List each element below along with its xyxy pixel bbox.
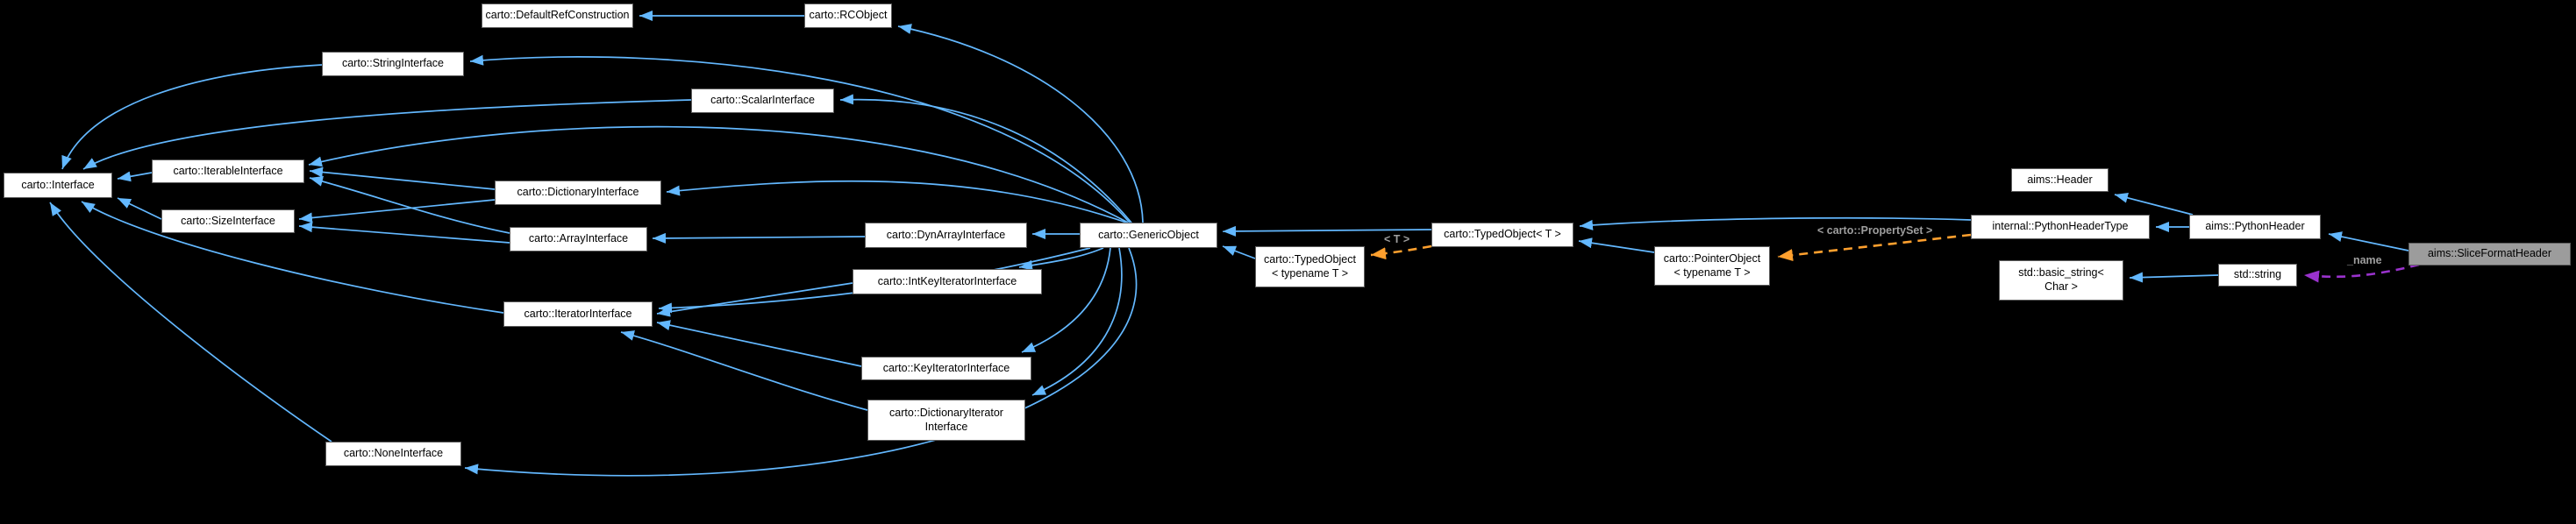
node-aimspythonheader[interactable]: aims::PythonHeader bbox=[2189, 215, 2321, 239]
edge-genericobject-to-rcobject bbox=[897, 24, 1144, 223]
node-dictionaryinterface[interactable]: carto::DictionaryInterface bbox=[495, 181, 661, 205]
edge-sliceformatheader-to-pythonheader bbox=[2328, 231, 2409, 251]
edge-sizeinterface-to-interface bbox=[117, 197, 162, 220]
edge-label-template-propertyset: < carto::PropertySet > bbox=[1817, 224, 1933, 237]
node-aimsheader[interactable]: aims::Header bbox=[2011, 168, 2109, 192]
node-typedobject-t[interactable]: carto::TypedObject< T > bbox=[1431, 223, 1573, 247]
node-dynarrayinterface[interactable]: carto::DynArrayInterface bbox=[865, 223, 1027, 248]
node-arrayinterface[interactable]: carto::ArrayInterface bbox=[510, 227, 647, 251]
edge-template-propertyset bbox=[1777, 233, 1972, 262]
edge-dictionaryiteratorinterface-to-iteratorinterface bbox=[620, 330, 868, 411]
edge-iterableinterface-to-interface bbox=[117, 171, 153, 182]
edge-intkeyiteratorinterface-to-iteratorinterface bbox=[656, 282, 853, 317]
edge-pointerobject-to-typedobject-t bbox=[1578, 237, 1655, 253]
edge-genericobject-to-iterableinterface bbox=[308, 125, 1129, 223]
node-defaultrefconstruction[interactable]: carto::DefaultRefConstruction bbox=[482, 4, 633, 28]
edge-iteratorinterface-to-interface bbox=[81, 201, 504, 314]
node-intkeyiteratorinterface[interactable]: carto::IntKeyIteratorInterface bbox=[853, 269, 1042, 294]
edge-scalarinterface-to-interface bbox=[82, 99, 692, 170]
node-scalarinterface[interactable]: carto::ScalarInterface bbox=[691, 89, 834, 113]
edge-keyiteratorinterface-to-iteratorinterface bbox=[656, 320, 862, 367]
node-pythonheadertype[interactable]: internal::PythonHeaderType bbox=[1971, 215, 2150, 239]
node-genericobject[interactable]: carto::GenericObject bbox=[1080, 223, 1217, 248]
edge-arrayinterface-to-sizeinterface bbox=[298, 222, 510, 244]
node-iterableinterface[interactable]: carto::IterableInterface bbox=[152, 159, 304, 183]
edge-genericobject-to-dictionaryinterface bbox=[666, 180, 1127, 223]
node-pointerobject[interactable]: carto::PointerObject < typename T > bbox=[1654, 246, 1770, 286]
edge-pythonheader-to-aimsheader bbox=[2114, 192, 2194, 216]
node-keyiteratorinterface[interactable]: carto::KeyIteratorInterface bbox=[861, 357, 1031, 380]
edge-stringinterface-to-interface bbox=[61, 64, 323, 170]
node-noneinterface[interactable]: carto::NoneInterface bbox=[325, 442, 461, 466]
node-stdbasicstring[interactable]: std::basic_string< Char > bbox=[1999, 260, 2123, 301]
edge-typedobject-t-to-genericobject bbox=[1222, 225, 1432, 237]
node-rcobject[interactable]: carto::RCObject bbox=[804, 4, 892, 28]
edge-noneinterface-to-interface bbox=[49, 202, 332, 443]
edge-label-name: _name bbox=[2347, 254, 2382, 266]
edge-genericobject-to-keyiteratorinterface bbox=[1021, 247, 1111, 353]
node-stdstring[interactable]: std::string bbox=[2218, 264, 2297, 287]
edge-label-template-t: < T > bbox=[1384, 233, 1410, 245]
edge-genericobject-to-dictionaryiteratorinterface bbox=[1031, 247, 1123, 396]
node-iteratorinterface[interactable]: carto::IteratorInterface bbox=[503, 301, 653, 327]
edge-genericobject-to-intkeyiteratorinterface bbox=[1018, 247, 1104, 271]
edge-pythonheadertype-to-typedobject-t bbox=[1579, 216, 1972, 230]
edge-dynarrayinterface-to-arrayinterface bbox=[652, 232, 866, 244]
node-typedobject-typename[interactable]: carto::TypedObject < typename T > bbox=[1255, 246, 1365, 287]
edge-template-typedobject-t bbox=[1370, 244, 1432, 260]
edge-usage-name bbox=[2303, 263, 2420, 283]
edge-dictionaryinterface-to-iterableinterface bbox=[309, 166, 496, 190]
edge-genericobject-to-stringinterface bbox=[469, 54, 1131, 223]
node-interface[interactable]: carto::Interface bbox=[4, 173, 112, 198]
node-dictionaryiteratorinterface[interactable]: carto::DictionaryIterator Interface bbox=[867, 400, 1025, 441]
node-stringinterface[interactable]: carto::StringInterface bbox=[322, 52, 464, 76]
edge-stdstring-to-basicstring bbox=[2129, 272, 2219, 283]
node-sliceformatheader[interactable]: aims::SliceFormatHeader bbox=[2408, 243, 2571, 266]
node-sizeinterface[interactable]: carto::SizeInterface bbox=[161, 209, 295, 233]
edge-typedobject-typename-to-genericobject bbox=[1222, 245, 1256, 259]
edge-dictionaryinterface-to-sizeinterface bbox=[298, 199, 496, 223]
edge-genericobject-to-scalarinterface bbox=[839, 94, 1132, 223]
edge-arrayinterface-to-iterableinterface bbox=[309, 176, 510, 234]
